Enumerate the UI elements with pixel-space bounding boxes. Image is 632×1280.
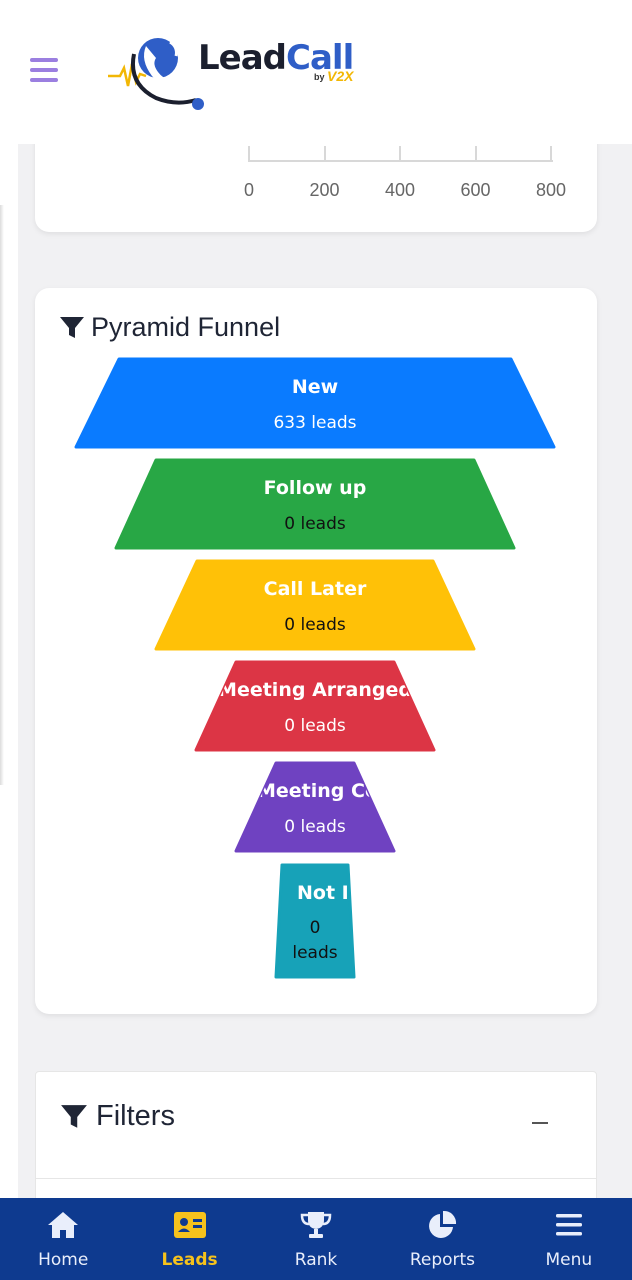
hamburger-menu-button[interactable] — [30, 58, 58, 82]
funnel-stage[interactable]: Call Later 0 leads — [154, 559, 476, 651]
funnel-stage[interactable]: Not I 0 leads — [274, 863, 356, 979]
funnel-stage-name: Follow up — [264, 477, 367, 499]
funnel-stage-name: New — [292, 376, 338, 398]
nav-home[interactable]: Home — [0, 1198, 126, 1280]
funnel-stage-shape — [74, 357, 556, 449]
filters-title-text: Filters — [96, 1100, 175, 1132]
x-axis-tick-label: 400 — [384, 180, 416, 200]
nav-reports[interactable]: Reports — [379, 1198, 505, 1280]
x-axis-tick-label: 200 — [309, 180, 340, 200]
logo-brand: V2X — [327, 68, 354, 84]
app-header: LeadCall by V2X — [0, 0, 632, 144]
trophy-icon — [300, 1212, 332, 1238]
nav-leads[interactable]: Leads — [126, 1198, 252, 1280]
funnel-stage-count: leads — [292, 943, 337, 963]
funnel-stage-count: 0 leads — [284, 615, 346, 635]
funnel-icon — [60, 316, 84, 338]
funnel-title-text: Pyramid Funnel — [91, 312, 281, 342]
filters-collapse-button[interactable] — [532, 1122, 548, 1124]
funnel-stage-shape — [154, 559, 476, 651]
leadcall-logo: LeadCall by V2X — [106, 24, 376, 120]
bottom-navigation: Home Leads Rank Reports — [0, 1198, 632, 1280]
funnel-stage-name: Call Later — [264, 578, 367, 600]
filters-title[interactable]: Filters — [60, 1100, 175, 1133]
side-panel-shadow — [0, 205, 4, 785]
x-axis-line — [249, 160, 553, 162]
nav-home-label: Home — [38, 1250, 89, 1270]
funnel-stage-shape — [234, 761, 396, 853]
nav-rank[interactable]: Rank — [253, 1198, 379, 1280]
x-axis-tick — [550, 146, 552, 162]
funnel-stage-name: Meeting Arranged — [218, 679, 412, 701]
nav-menu-label: Menu — [545, 1250, 593, 1270]
filters-divider — [36, 1178, 596, 1179]
pie-chart-icon — [429, 1210, 457, 1238]
nav-reports-label: Reports — [409, 1250, 476, 1270]
x-axis-tick — [474, 146, 477, 162]
funnel-stage-shape — [194, 660, 436, 752]
funnel-stage-count: 0 leads — [284, 817, 346, 837]
funnel-stage-shape — [114, 458, 516, 550]
nav-menu[interactable]: Menu — [506, 1198, 632, 1280]
side-panel-edge — [0, 144, 18, 1204]
x-axis-tick-label: 0 — [243, 180, 254, 200]
funnel-stage-count: 0 leads — [284, 514, 346, 534]
nav-rank-label: Rank — [294, 1250, 338, 1270]
funnel-stage[interactable]: Follow up 0 leads — [114, 458, 516, 550]
funnel-stage-count: 0 — [310, 918, 321, 938]
nav-leads-label: Leads — [161, 1250, 218, 1270]
funnel-card-title: Pyramid Funnel — [59, 312, 280, 343]
x-axis-tick — [323, 146, 326, 162]
funnel-stage-name: Not I — [297, 882, 349, 904]
x-axis-tick-label: 800 — [535, 180, 567, 200]
funnel-stage-count: 633 leads — [273, 413, 356, 433]
logo-wordmark: LeadCall — [198, 38, 354, 78]
home-icon — [48, 1212, 79, 1238]
phone-headset-logo-icon — [108, 34, 204, 110]
funnel-stage[interactable]: Meeting Cor 0 leads — [234, 761, 396, 853]
menu-icon — [555, 1214, 582, 1236]
funnel-stage[interactable]: Meeting Arranged 0 leads — [194, 660, 436, 752]
filters-card: Filters — [35, 1071, 597, 1211]
funnel-stage-shape — [274, 863, 356, 979]
funnel-stage[interactable]: New 633 leads — [74, 357, 556, 449]
x-axis-tick — [399, 146, 401, 162]
funnel-stage-count: 0 leads — [284, 716, 346, 736]
id-card-icon — [173, 1212, 206, 1238]
logo-by: by — [314, 72, 325, 82]
x-axis-tick — [248, 146, 250, 162]
filter-icon — [61, 1104, 87, 1128]
funnel-stage-name: Meeting Cor — [257, 780, 388, 802]
x-axis-tick-label: 600 — [460, 180, 491, 200]
